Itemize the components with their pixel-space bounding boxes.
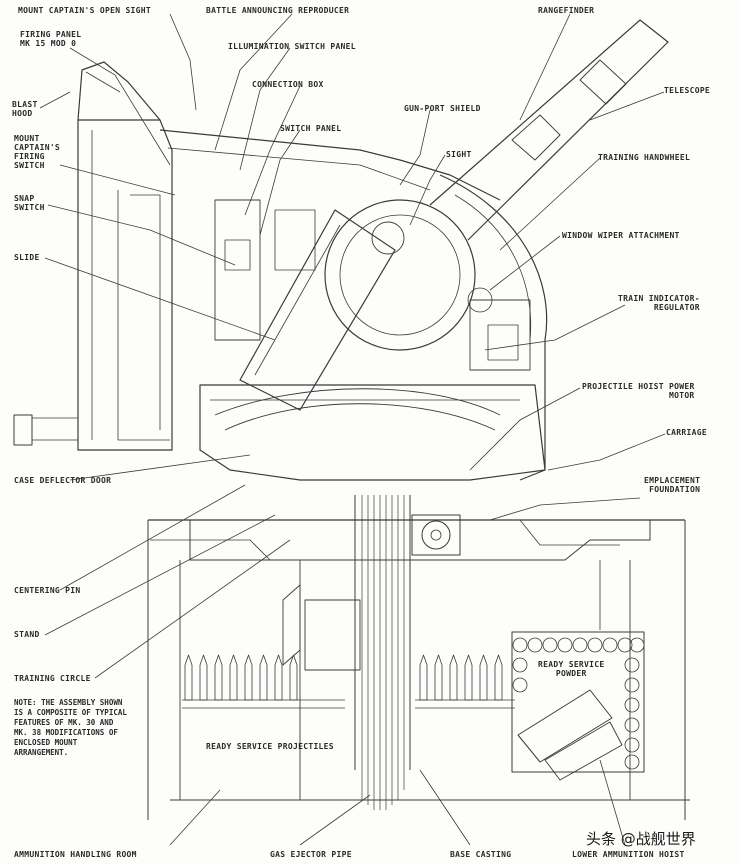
label-stand: STAND bbox=[14, 630, 40, 639]
label-rangefinder: RANGEFINDER bbox=[538, 6, 595, 15]
label-gas-ejector-pipe: GAS EJECTOR PIPE bbox=[270, 850, 352, 859]
label-training-handwheel: TRAINING HANDWHEEL bbox=[598, 153, 691, 162]
label-telescope: TELESCOPE bbox=[664, 86, 711, 95]
blast-hood-shape bbox=[77, 61, 161, 121]
label-ready-service-powder: READY SERVICE POWDER bbox=[538, 660, 605, 678]
assembly-note: NOTE: THE ASSEMBLY SHOWN IS A COMPOSITE … bbox=[14, 698, 127, 757]
gun-barrel bbox=[429, 19, 669, 241]
label-ready-service-projectiles: READY SERVICE PROJECTILES bbox=[206, 742, 334, 751]
label-projectile-hoist-power-motor: PROJECTILE HOIST POWER MOTOR bbox=[582, 382, 695, 400]
label-emplacement-foundation: EMPLACEMENT FOUNDATION bbox=[644, 476, 701, 494]
watermark-text: 头条 @战舰世界 bbox=[586, 830, 696, 848]
trunnion-circle bbox=[324, 199, 476, 351]
label-battle-announcing-reproducer: BATTLE ANNOUNCING REPRODUCER bbox=[206, 6, 350, 15]
powder-rack bbox=[511, 631, 645, 773]
label-connection-box: CONNECTION BOX bbox=[252, 80, 324, 89]
label-lower-ammunition-hoist: LOWER AMMUNITION HOIST bbox=[572, 850, 685, 859]
label-switch-panel: SWITCH PANEL bbox=[280, 124, 342, 133]
shield-left-wall bbox=[77, 119, 173, 451]
label-gun-port-shield: GUN-PORT SHIELD bbox=[404, 104, 481, 113]
label-blast-hood: BLAST HOOD bbox=[12, 100, 38, 118]
label-sight: SIGHT bbox=[446, 150, 472, 159]
label-base-casting: BASE CASTING bbox=[450, 850, 512, 859]
label-slide: SLIDE bbox=[14, 253, 40, 262]
label-case-deflector-door: CASE DEFLECTOR DOOR bbox=[14, 476, 112, 485]
label-window-wiper-attachment: WINDOW WIPER ATTACHMENT bbox=[562, 231, 680, 240]
label-snap-switch: SNAP SWITCH bbox=[14, 194, 45, 212]
label-mount-captains-firing-switch: MOUNT CAPTAIN'S FIRING SWITCH bbox=[14, 134, 61, 170]
carriage-body bbox=[199, 384, 546, 481]
shield-right-dome bbox=[439, 174, 548, 481]
label-mount-captains-open-sight: MOUNT CAPTAIN'S OPEN SIGHT bbox=[18, 6, 152, 15]
label-carriage: CARRIAGE bbox=[666, 428, 707, 437]
label-illumination-switch-panel: ILLUMINATION SWITCH PANEL bbox=[228, 42, 356, 51]
label-ammunition-handling-room: AMMUNITION HANDLING ROOM bbox=[14, 850, 137, 859]
label-firing-panel: FIRING PANEL MK 15 MOD 0 bbox=[20, 30, 82, 48]
label-training-circle: TRAINING CIRCLE bbox=[14, 674, 91, 683]
label-train-indicator-regulator: TRAIN INDICATOR- REGULATOR bbox=[618, 294, 700, 312]
label-centering-pin: CENTERING PIN bbox=[14, 586, 81, 595]
